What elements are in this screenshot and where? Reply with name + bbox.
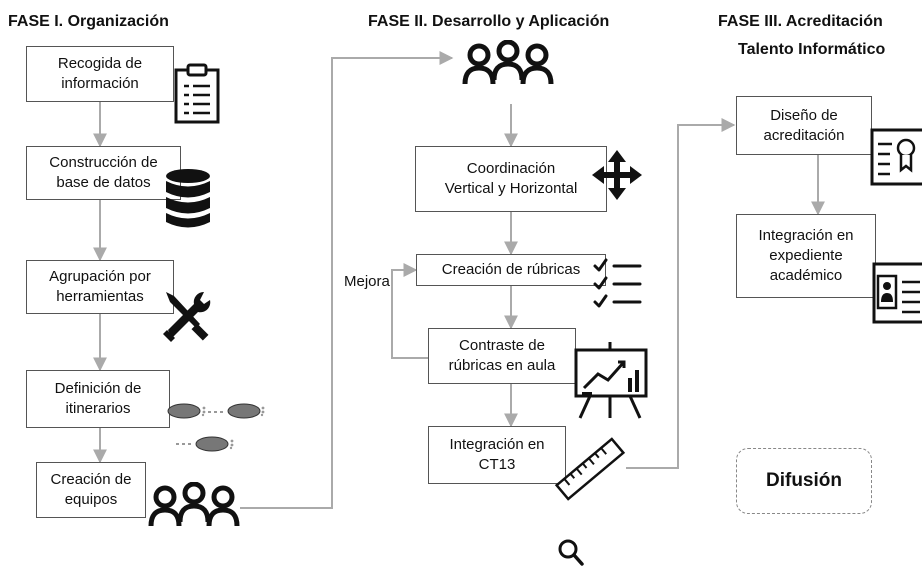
step-integracion-ct13: Integración en CT13 [428, 426, 566, 484]
step-label: Construcción de base de datos [49, 154, 158, 191]
step-label: Creación de rúbricas [441, 261, 581, 278]
connector-improvement-loop [391, 263, 428, 359]
checklist-icon [593, 258, 642, 308]
connector-phase2-phase3 [626, 118, 736, 469]
step-recogida: Recogida de información [26, 46, 174, 102]
step-coordinacion: Coordinación Vertical y Horizontal [415, 146, 607, 212]
clipboard-icon [174, 63, 220, 124]
id-card-icon [872, 262, 922, 324]
step-diseno-acreditacion: Diseño de acreditación [736, 96, 872, 155]
ruler-icon [554, 437, 626, 501]
tools-icon [163, 291, 211, 342]
step-label: Coordinación Vertical y Horizontal [444, 160, 578, 197]
presentation-chart-icon [574, 342, 648, 419]
improvement-label: Mejora [344, 273, 390, 290]
step-integracion-expediente: Integración en expediente académico [736, 214, 876, 298]
dissemination-label: Difusión [766, 470, 842, 491]
database-icon [166, 169, 210, 228]
phase3-title-line1: FASE III. Acreditación [718, 13, 883, 30]
step-definicion: Definición de itinerarios [26, 370, 170, 428]
phase3-title-line2: Talento Informático [738, 41, 886, 58]
footprints-icon [167, 403, 265, 452]
step-creacion-equipos: Creación de equipos [36, 462, 146, 518]
magnifier-icon [558, 539, 584, 566]
step-label: Recogida de información [57, 55, 143, 92]
certificate-icon [870, 128, 922, 186]
move-arrows-icon [592, 150, 642, 200]
connector-phase1-phase2 [240, 51, 454, 509]
dissemination-box: Difusión [736, 448, 872, 514]
step-label: Contraste de rúbricas en aula [448, 337, 556, 374]
step-label: Creación de equipos [50, 471, 132, 508]
step-label: Definición de itinerarios [54, 380, 142, 417]
phase2-title: FASE II. Desarrollo y Aplicación [368, 13, 610, 30]
team-icon [148, 482, 240, 527]
step-creacion-rubricas: Creación de rúbricas [416, 254, 606, 286]
phase1-title: FASE I. Organización [8, 13, 169, 30]
step-label: Agrupación por herramientas [49, 268, 151, 305]
team-icon [462, 40, 554, 85]
step-label: Diseño de acreditación [763, 106, 845, 144]
step-agrupacion: Agrupación por herramientas [26, 260, 174, 314]
step-construccion: Construcción de base de datos [26, 146, 181, 200]
step-label: Integración en CT13 [449, 436, 545, 473]
step-label: Integración en expediente académico [758, 227, 854, 284]
step-contraste: Contraste de rúbricas en aula [428, 328, 576, 384]
